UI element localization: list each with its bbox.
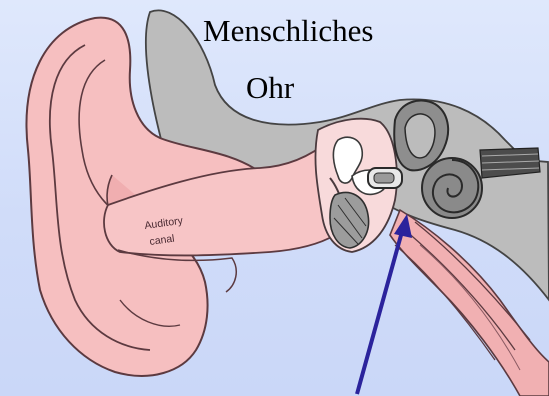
title-line-1: Menschliches [203,15,373,46]
title-line-2: Ohr [246,72,294,103]
cochlea [422,158,482,218]
